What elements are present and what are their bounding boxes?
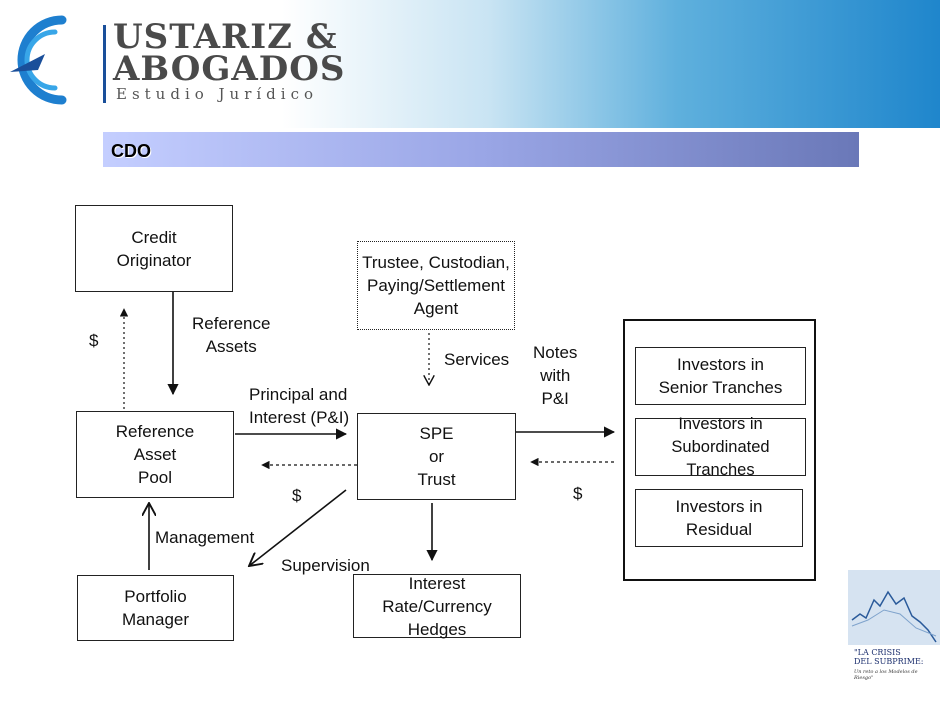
- label-management: Management: [155, 528, 255, 547]
- logo-subtitle: Estudio Jurídico: [116, 85, 319, 103]
- label-dollar-right: $: [573, 484, 583, 503]
- label-supervision: Supervision: [281, 556, 370, 575]
- arrow-supervision: [249, 489, 347, 566]
- section-title-bar: CDO: [103, 132, 859, 167]
- box-reference-asset-pool: Reference Asset Pool: [76, 411, 234, 498]
- box-investors-subordinated: Investors in Subordinated Tranches: [635, 415, 806, 479]
- box-credit-originator: Credit Originator: [75, 205, 233, 292]
- logo-divider: [103, 25, 106, 103]
- logo-icon: [10, 15, 67, 105]
- label-reference-assets: Reference Assets: [192, 314, 271, 356]
- box-hedges: Interest Rate/Currency Hedges: [353, 574, 521, 639]
- label-services: Services: [444, 350, 510, 369]
- box-investors-residual: Investors in Residual: [635, 489, 803, 547]
- label-principal-interest: Principal and Interest (P&I): [249, 385, 350, 427]
- investors-group: [623, 319, 816, 581]
- section-title: CDO: [111, 141, 151, 161]
- box-spe-trust: SPE or Trust: [357, 413, 516, 500]
- book-subtitle: Un reto a los Modelos de Riesgo": [854, 669, 918, 681]
- label-dollar-left: $: [89, 331, 99, 350]
- book-cover-thumbnail: "LA CRISIS DEL SUBPRIME: Un reto a los M…: [848, 570, 940, 705]
- label-notes-with-pi: Notes with P&I: [533, 343, 578, 408]
- label-dollar-middle: $: [292, 486, 302, 505]
- header-band: [0, 0, 940, 128]
- box-trustee: Trustee, Custodian, Paying/Settlement Ag…: [357, 241, 515, 330]
- logo-text-line1: USTARIZ &: [113, 17, 338, 57]
- stock-chart-icon: [848, 570, 940, 645]
- box-investors-senior: Investors in Senior Tranches: [635, 347, 806, 405]
- box-portfolio-manager: Portfolio Manager: [77, 575, 234, 641]
- logo-text-line2: ABOGADOS: [113, 49, 346, 89]
- book-title: "LA CRISIS DEL SUBPRIME:: [854, 648, 924, 666]
